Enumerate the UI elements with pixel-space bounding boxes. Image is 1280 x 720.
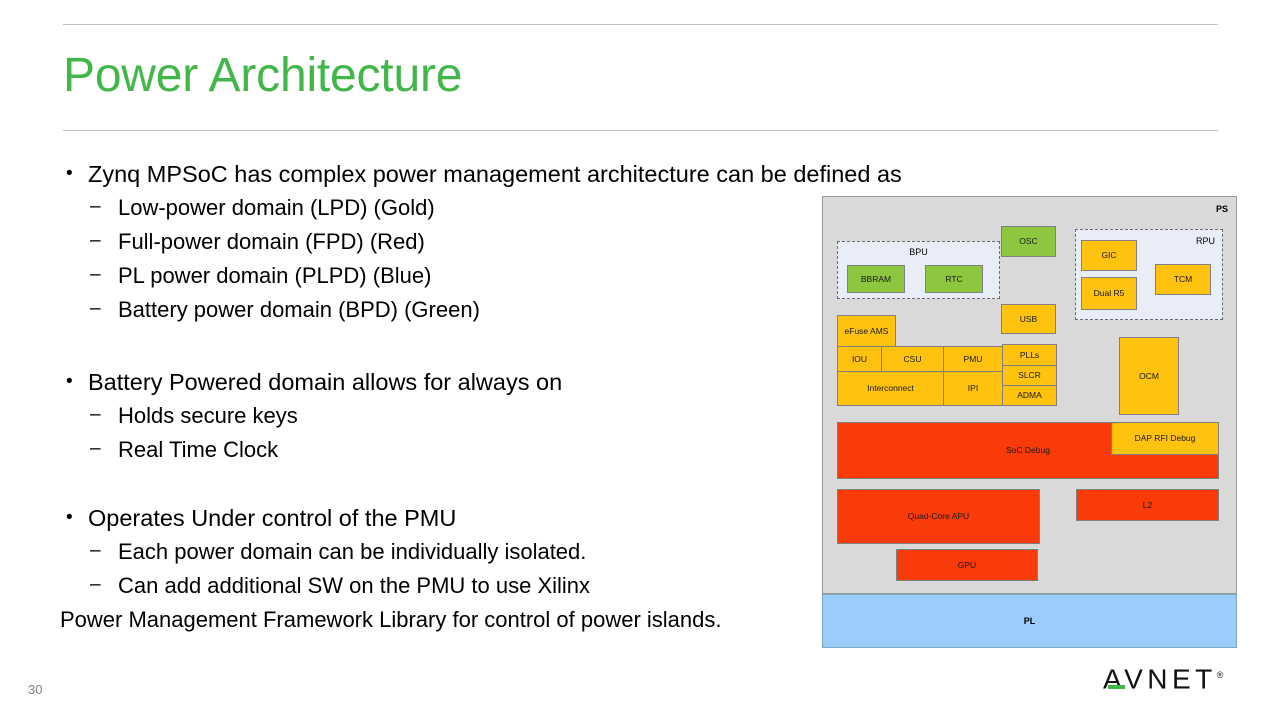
bullet-text: Full-power domain (FPD) (Red) [118, 229, 425, 254]
block-adma: ADMA [1002, 385, 1057, 406]
bullet-text: Real Time Clock [118, 437, 279, 462]
bullet-text: Battery Powered domain allows for always… [88, 369, 563, 395]
block-l2: L2 [1076, 489, 1219, 521]
bullet-text-continuation: Power Management Framework Library for c… [60, 607, 722, 632]
block-tcm: TCM [1155, 264, 1211, 295]
block-plls: PLLs [1002, 344, 1057, 366]
bullet-spacer [60, 327, 820, 365]
bullet-item: • Zynq MPSoC has complex power managemen… [60, 157, 902, 191]
bullet-marker: • [66, 507, 73, 528]
bullet-text: PL power domain (PLPD) (Blue) [118, 263, 432, 288]
bullet-marker: – [90, 404, 101, 425]
bullet-marker: – [90, 574, 101, 595]
block-dap-rfi-debug: DAP RFI Debug [1111, 422, 1219, 455]
rpu-group-label: RPU [1195, 236, 1215, 246]
bullet-text: Battery power domain (BPD) (Green) [118, 297, 480, 322]
block-ocm: OCM [1119, 337, 1179, 415]
block-interconnect: Interconnect [837, 371, 944, 406]
block-gic: GIC [1081, 240, 1137, 271]
bullet-marker: • [66, 371, 73, 392]
header-divider-top [63, 24, 1218, 25]
trademark-symbol: ® [1216, 670, 1224, 680]
bullet-text: Holds secure keys [118, 403, 298, 428]
bullet-text: Low-power domain (LPD) (Gold) [118, 195, 435, 220]
bullet-list: • Zynq MPSoC has complex power managemen… [60, 157, 902, 637]
block-quad-core-apu: Quad-Core APU [837, 489, 1040, 544]
block-iou: IOU [837, 346, 882, 372]
bpu-group-label: BPU [909, 247, 928, 257]
avnet-logo-green-bar [1108, 685, 1125, 689]
bullet-item: – Battery power domain (BPD) (Green) [60, 293, 820, 327]
block-usb: USB [1001, 304, 1056, 334]
bullet-marker: • [66, 163, 73, 184]
block-slcr: SLCR [1002, 365, 1057, 386]
bullet-text: Zynq MPSoC has complex power management … [88, 161, 902, 187]
block-csu: CSU [881, 346, 944, 372]
bullet-item: • Battery Powered domain allows for alwa… [60, 365, 820, 399]
bullet-item: – Full-power domain (FPD) (Red) [60, 225, 820, 259]
bullet-spacer [60, 467, 820, 501]
bullet-marker: – [90, 540, 101, 561]
bullet-marker: – [90, 298, 101, 319]
ps-region-label: PS [1215, 204, 1228, 214]
pl-region: PL [822, 594, 1237, 648]
block-rtc: RTC [925, 265, 983, 293]
header-divider-bottom [63, 130, 1218, 131]
bullet-text: Can add additional SW on the PMU to use … [118, 573, 591, 598]
bullet-text: Operates Under control of the PMU [88, 505, 457, 531]
pl-region-label: PL [1023, 616, 1036, 626]
ps-region: PS BPU BBRAM RTC OSC RPU GIC Dual R5 TCM… [822, 196, 1237, 594]
bullet-marker: – [90, 230, 101, 251]
zynq-mpsoc-block-diagram: PS BPU BBRAM RTC OSC RPU GIC Dual R5 TCM… [822, 196, 1237, 648]
bullet-item: – Each power domain can be individually … [60, 535, 820, 569]
bullet-item: – Real Time Clock [60, 433, 820, 467]
avnet-logo: AVNET® [1103, 659, 1237, 694]
bullet-text: Each power domain can be individually is… [118, 539, 587, 564]
bullet-item: – Holds secure keys [60, 399, 820, 433]
bullet-item: • Operates Under control of the PMU [60, 501, 820, 535]
block-dual-r5: Dual R5 [1081, 277, 1137, 310]
bullet-marker: – [90, 264, 101, 285]
block-gpu: GPU [896, 549, 1038, 581]
block-ipi: IPI [943, 371, 1003, 406]
block-pmu: PMU [943, 346, 1003, 372]
page-title: Power Architecture [63, 49, 463, 102]
bullet-item: – Low-power domain (LPD) (Gold) [60, 191, 820, 225]
block-bbram: BBRAM [847, 265, 905, 293]
block-osc: OSC [1001, 226, 1056, 257]
avnet-logo-wordmark: AVNET® [1103, 659, 1237, 695]
bullet-marker: – [90, 438, 101, 459]
block-efuse-ams: eFuse AMS [837, 315, 896, 347]
bullet-item: – Can add additional SW on the PMU to us… [60, 569, 820, 637]
page-number: 30 [28, 682, 43, 697]
bullet-item: – PL power domain (PLPD) (Blue) [60, 259, 820, 293]
bullet-marker: – [90, 196, 101, 217]
avnet-logo-text: AVNET [1103, 663, 1217, 695]
